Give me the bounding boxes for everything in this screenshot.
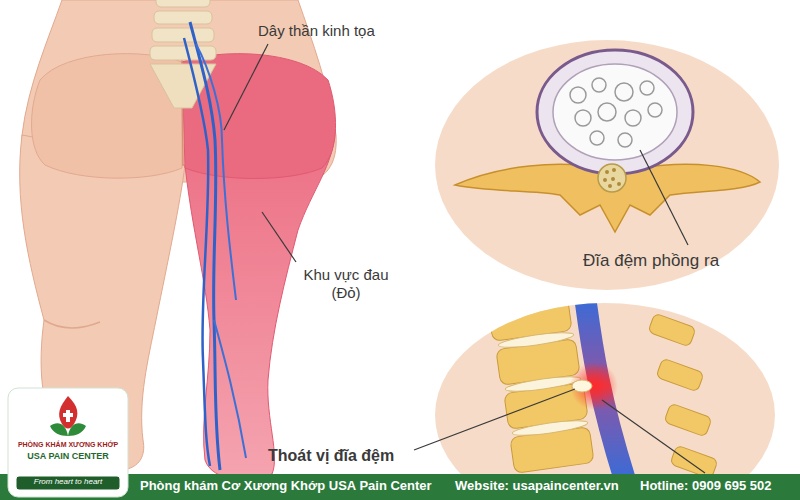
leader-line [640, 150, 688, 245]
disc [498, 330, 575, 350]
logo-leaves [50, 423, 86, 436]
inset-circle [435, 40, 779, 290]
vertebra [156, 0, 210, 7]
intervertebral-disc [537, 50, 693, 174]
spinous-process [664, 403, 712, 437]
nucleus-texture [570, 78, 662, 147]
logo-box: PHÒNG KHÁM XƯƠNG KHỚP USA PAIN CENTER From… [8, 388, 128, 497]
disc [512, 418, 589, 438]
leader-line [602, 400, 705, 473]
clinic-name: Phòng khám Cơ Xương Khớp USA Pain Center [140, 479, 432, 494]
nerve-fibers [603, 168, 621, 188]
leader-line [414, 389, 575, 450]
pain-area-label: Khu vực đau (Đỏ) [296, 266, 396, 302]
footer-band: Phòng khám Cơ Xương Khớp USA Pain Center… [0, 474, 800, 500]
spinous-process [670, 445, 718, 479]
nerve-root [598, 164, 626, 192]
nerve-branch [196, 44, 236, 300]
nerve-branch [214, 320, 246, 458]
inset-circle [435, 303, 775, 500]
nucleus [553, 64, 677, 160]
leader-line [262, 212, 296, 262]
logo-clinic-name: PHÒNG KHÁM XƯƠNG KHỚP [8, 441, 128, 449]
logo-brand: USA PAIN CENTER [8, 451, 128, 461]
logo-slogan: From heart to heart [8, 477, 128, 486]
logo-box [8, 388, 128, 497]
herniation-label: Thoát vị đĩa đệm [268, 446, 394, 465]
spinous-process [656, 358, 704, 392]
vertebral-arch [455, 164, 760, 232]
logo-cross [63, 410, 73, 422]
pain-glow [570, 362, 618, 410]
disc-bulge-label: Đĩa đệm phồng ra [583, 251, 719, 271]
website-text: Website: usapaincenter.vn [455, 479, 619, 494]
hotline-text: Hotline: 0909 695 502 [640, 479, 772, 494]
spinous-process [648, 313, 696, 347]
logo-flame [59, 396, 77, 429]
vertebra [152, 28, 214, 42]
nerve-branch [184, 38, 210, 466]
nerve-label: Dây thần kinh tọa [258, 22, 375, 40]
leader-line [224, 44, 268, 130]
herniated-disc [572, 380, 592, 392]
vertebra [154, 11, 212, 24]
vertebra [150, 46, 216, 60]
knee-crease [44, 320, 100, 328]
